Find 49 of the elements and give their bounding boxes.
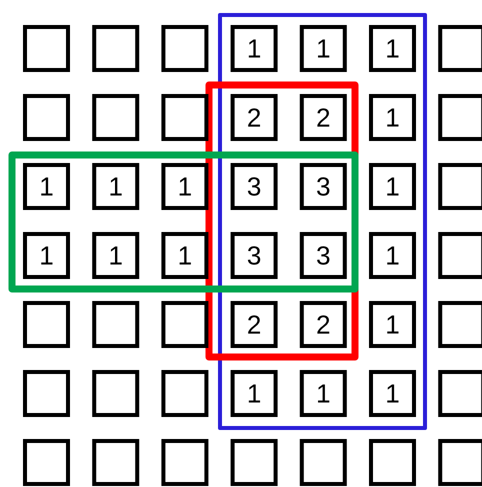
number-cell: 1 bbox=[300, 25, 347, 72]
number-cell: 2 bbox=[230, 301, 278, 348]
empty-cell bbox=[23, 439, 70, 486]
number-cell: 1 bbox=[300, 370, 347, 417]
empty-cell bbox=[92, 25, 140, 72]
number-cell: 1 bbox=[369, 301, 416, 348]
empty-cell bbox=[92, 94, 140, 141]
empty-cell bbox=[438, 370, 482, 417]
number-cell: 1 bbox=[369, 94, 416, 141]
empty-cell bbox=[92, 301, 140, 348]
number-cell: 2 bbox=[300, 301, 347, 348]
number-cell: 1 bbox=[23, 232, 70, 279]
empty-cell bbox=[230, 439, 278, 486]
empty-cell bbox=[161, 94, 208, 141]
empty-cell bbox=[23, 25, 70, 72]
number-cell: 1 bbox=[23, 163, 70, 210]
number-cell: 1 bbox=[230, 370, 278, 417]
empty-cell bbox=[92, 370, 140, 417]
empty-cell bbox=[438, 163, 482, 210]
empty-cell bbox=[161, 25, 208, 72]
empty-cell bbox=[300, 439, 347, 486]
empty-cell bbox=[23, 94, 70, 141]
number-cell: 1 bbox=[161, 163, 208, 210]
empty-cell bbox=[438, 94, 482, 141]
number-cell: 3 bbox=[230, 163, 278, 210]
number-cell: 1 bbox=[369, 232, 416, 279]
empty-cell bbox=[369, 439, 416, 486]
empty-cell bbox=[438, 232, 482, 279]
number-cell: 1 bbox=[369, 25, 416, 72]
number-cell: 2 bbox=[300, 94, 347, 141]
number-cell: 1 bbox=[230, 25, 278, 72]
empty-cell bbox=[92, 439, 140, 486]
number-cell: 3 bbox=[300, 163, 347, 210]
empty-cell bbox=[438, 25, 482, 72]
number-cell: 3 bbox=[230, 232, 278, 279]
number-cell: 1 bbox=[369, 163, 416, 210]
empty-cell bbox=[161, 301, 208, 348]
empty-cell bbox=[161, 370, 208, 417]
number-cell: 1 bbox=[92, 163, 140, 210]
empty-cell bbox=[23, 370, 70, 417]
number-cell: 2 bbox=[230, 94, 278, 141]
empty-cell bbox=[438, 439, 482, 486]
number-cell: 1 bbox=[369, 370, 416, 417]
number-cell: 3 bbox=[300, 232, 347, 279]
empty-cell bbox=[161, 439, 208, 486]
empty-cell bbox=[23, 301, 70, 348]
number-cell: 1 bbox=[161, 232, 208, 279]
number-cell: 1 bbox=[92, 232, 140, 279]
empty-cell bbox=[438, 301, 482, 348]
